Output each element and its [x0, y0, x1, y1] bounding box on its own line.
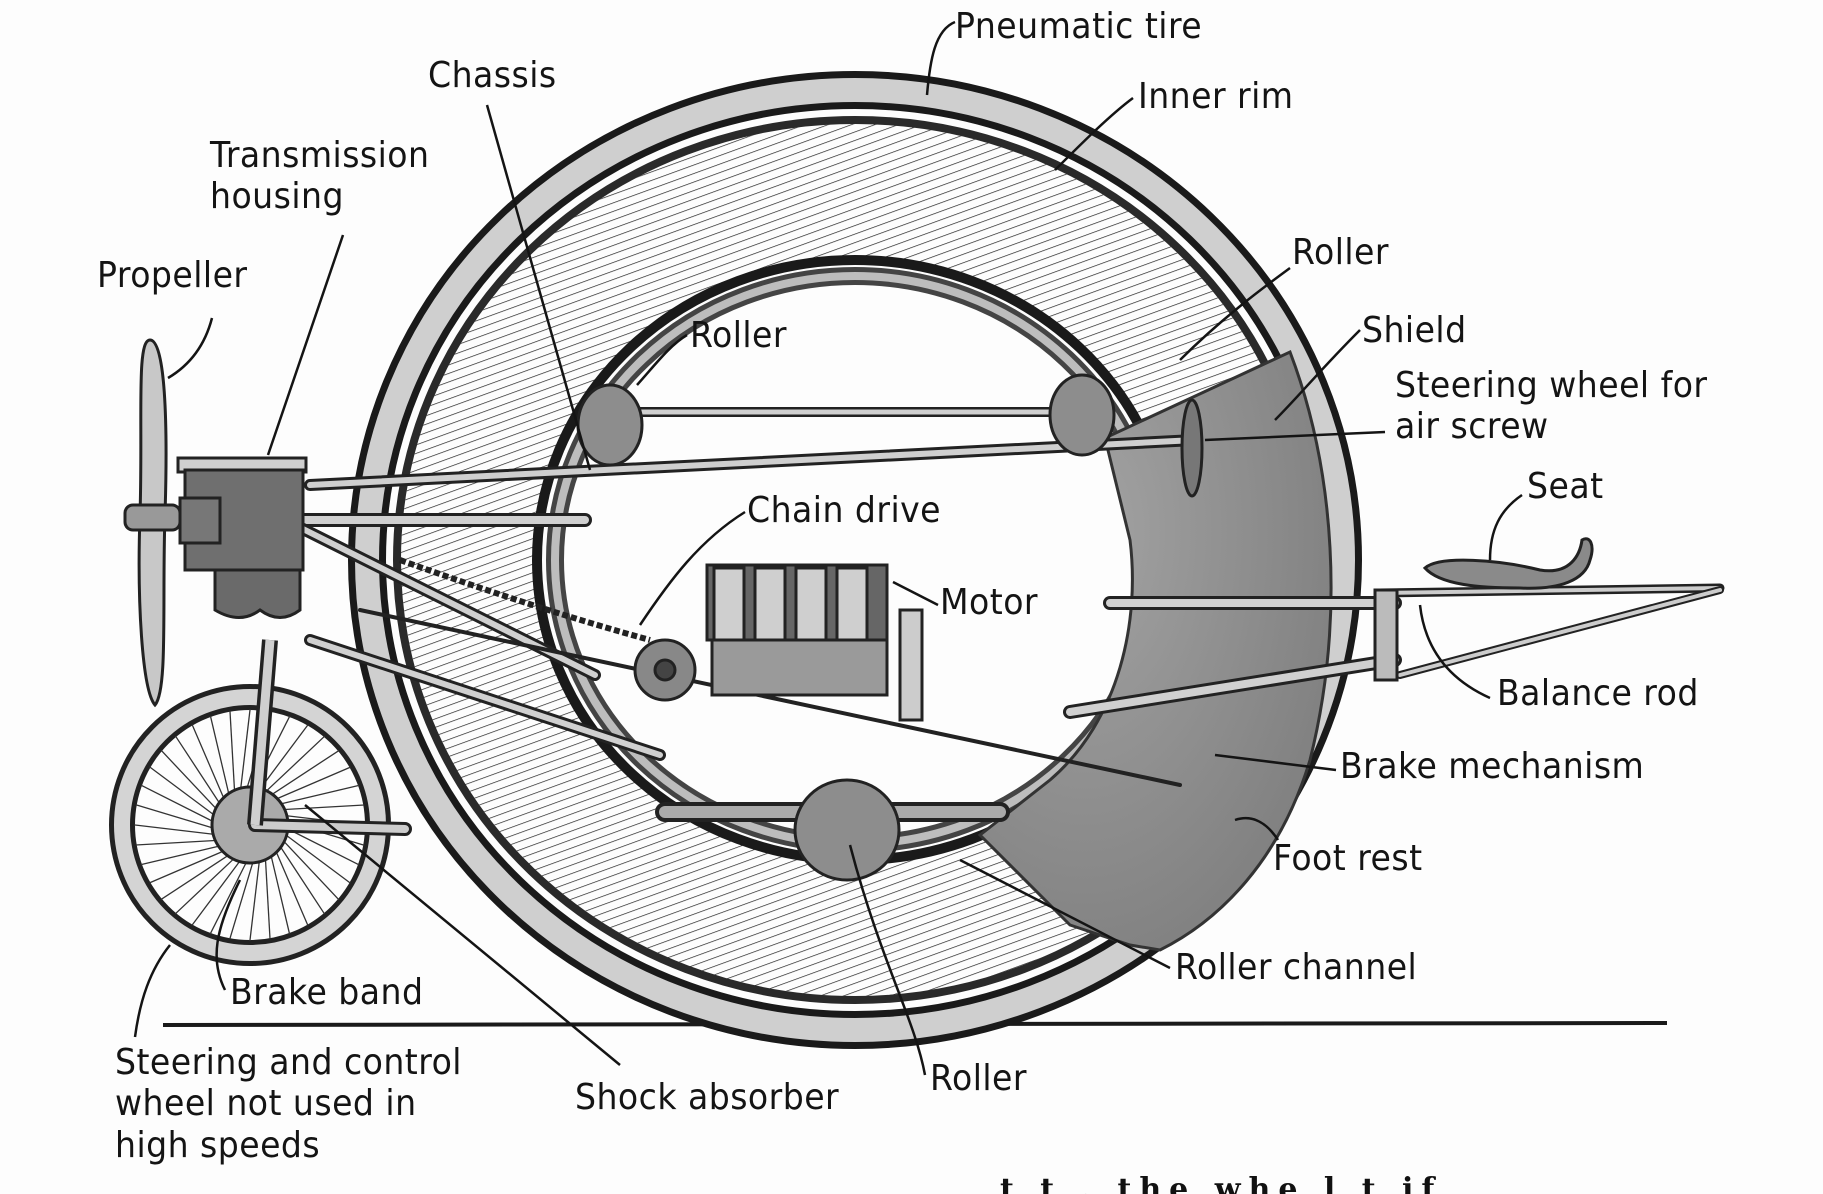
- steering-wheel-shape: [1180, 398, 1204, 498]
- balance-rod-assembly: [1373, 583, 1725, 682]
- spoke: [277, 834, 340, 901]
- roller-upper-left: [576, 383, 644, 467]
- spoke: [279, 829, 351, 884]
- label-roller-upper-left: Roller: [690, 315, 787, 356]
- label-transmission-housing-line1: Transmission: [210, 135, 430, 176]
- leader-foot-rest: [1234, 816, 1280, 841]
- label-roller-channel: Roller channel: [1175, 947, 1418, 988]
- spoke: [249, 853, 261, 942]
- spoke: [209, 854, 251, 935]
- label-shock-absorber: Shock absorber: [575, 1077, 840, 1118]
- leader-roller-ul: [636, 333, 688, 386]
- spoke: [160, 850, 236, 901]
- leader-balance-rod: [1418, 604, 1491, 700]
- leader-chain-drive: [638, 510, 746, 626]
- caption-cut-off-text: t t . the whe l t if: [1000, 1172, 1443, 1194]
- spoke: [264, 749, 340, 800]
- label-transmission-housing: Transmission housing: [210, 135, 429, 218]
- label-steering-wheel-line1: Steering wheel for: [1395, 365, 1708, 406]
- spoke: [191, 854, 246, 926]
- roller-upper-right: [1048, 373, 1116, 457]
- spoke: [140, 843, 228, 866]
- leader-roller-bottom: [848, 844, 927, 1076]
- label-chain-drive: Chain drive: [747, 490, 942, 531]
- spoke: [264, 850, 271, 940]
- leader-chassis: [485, 104, 592, 471]
- label-pneumatic-tire: Pneumatic tire: [955, 6, 1203, 47]
- leader-lines: [133, 20, 1523, 1076]
- transmission-housing-shape: [176, 456, 308, 619]
- leader-roller-channel: [959, 858, 1171, 970]
- spoke: [140, 784, 221, 826]
- roller-bottom: [793, 778, 901, 882]
- leader-transmission: [266, 234, 345, 456]
- leader-shock-absorber: [304, 804, 621, 1066]
- spoke: [149, 847, 231, 884]
- spoke: [209, 715, 232, 803]
- spoke: [133, 824, 222, 836]
- control-wheel: [109, 639, 412, 966]
- spoke: [135, 839, 225, 846]
- spoke: [229, 710, 236, 800]
- spoke: [259, 735, 326, 798]
- leader-propeller: [167, 317, 214, 380]
- leader-brake-band: [215, 879, 242, 991]
- label-motor: Motor: [940, 582, 1039, 623]
- spoke: [239, 708, 251, 797]
- label-steering-wheel-air-screw: Steering wheel for air screw: [1395, 365, 1708, 448]
- leader-inner-rim: [1054, 96, 1134, 171]
- propeller-shape: [123, 338, 182, 708]
- label-roller-bottom: Roller: [930, 1058, 1027, 1099]
- spoke: [272, 784, 360, 807]
- spoke: [269, 766, 351, 803]
- spoke: [174, 852, 241, 915]
- leader-roller-ur: [1179, 266, 1291, 361]
- label-roller-upper-right: Roller: [1292, 232, 1389, 273]
- label-steering-control-line2: wheel not used in: [115, 1083, 417, 1125]
- label-chassis: Chassis: [428, 55, 557, 96]
- spoke: [275, 804, 365, 811]
- spoke: [135, 804, 221, 831]
- label-transmission-housing-line2: housing: [210, 176, 344, 218]
- motor-shape: [633, 563, 924, 722]
- label-inner-rim: Inner rim: [1138, 76, 1294, 117]
- leader-seat: [1488, 493, 1523, 561]
- spoke: [160, 749, 223, 816]
- shield-shape: [977, 349, 1333, 952]
- spoke: [149, 766, 221, 821]
- label-foot-rest: Foot rest: [1273, 838, 1423, 879]
- label-brake-band: Brake band: [230, 972, 424, 1013]
- label-brake-mechanism: Brake mechanism: [1340, 746, 1645, 787]
- spoke: [268, 847, 291, 935]
- label-shield: Shield: [1362, 310, 1467, 351]
- leader-pneumatic-tire: [925, 20, 956, 96]
- leader-shield: [1274, 329, 1361, 421]
- label-steering-control-wheel: Steering and control wheel not used in h…: [115, 1042, 462, 1166]
- label-propeller: Propeller: [97, 255, 248, 296]
- leader-steering-control: [133, 944, 171, 1038]
- label-steering-control-line3: high speeds: [115, 1124, 321, 1166]
- label-steering-wheel-line2: air screw: [1395, 406, 1549, 448]
- spoke: [275, 839, 326, 915]
- spoke: [174, 735, 225, 811]
- label-balance-rod: Balance rod: [1497, 673, 1699, 714]
- leader-motor: [892, 580, 939, 607]
- leader-steering-wheel: [1204, 430, 1386, 442]
- seat-shape: [1422, 537, 1594, 590]
- spoke: [272, 844, 309, 926]
- spoke: [229, 854, 256, 940]
- spoke: [191, 724, 228, 806]
- label-steering-control-line1: Steering and control: [115, 1042, 462, 1083]
- chain-drive-shape: [398, 557, 651, 643]
- chassis-frame: [233, 407, 1402, 822]
- label-seat: Seat: [1527, 466, 1604, 507]
- leader-brake-mechanism: [1214, 753, 1337, 772]
